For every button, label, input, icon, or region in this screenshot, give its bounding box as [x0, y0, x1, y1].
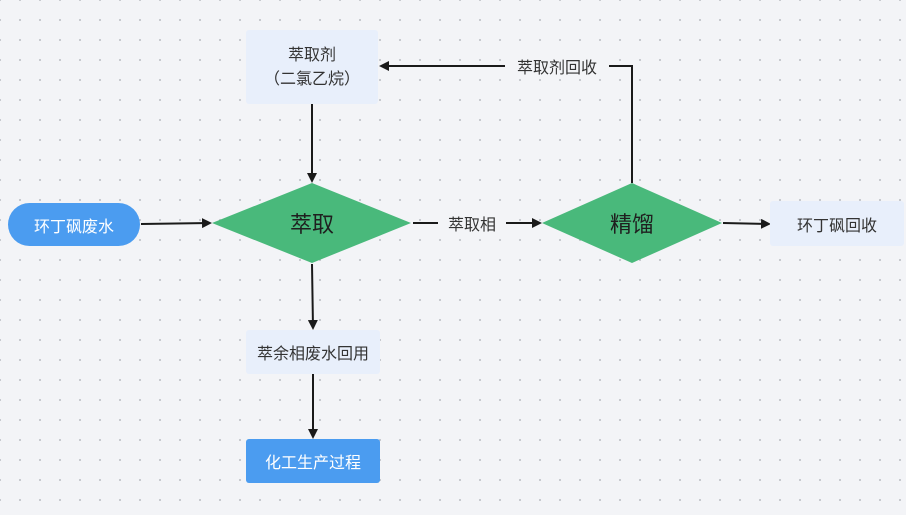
extractant-node[interactable]: 萃取剂 （二氯乙烷） [246, 30, 378, 104]
wastewater-node[interactable]: 环丁砜废水 [8, 203, 140, 246]
extractant-formula: （二氯乙烷） [263, 69, 360, 88]
raffinate-reuse-label: 萃余相废水回用 [256, 344, 369, 363]
arrow-extraction-to-raffinate [307, 263, 318, 330]
wastewater-label: 环丁砜废水 [33, 216, 114, 236]
chemical-process-node[interactable]: 化工生产过程 [246, 439, 380, 483]
extraction-diamond[interactable] [212, 183, 411, 263]
sulfolane-recovery-node[interactable]: 环丁砜回收 [770, 201, 904, 246]
edge-label-extractant-recovery: 萃取剂回收 [505, 54, 609, 78]
raffinate-reuse-node[interactable]: 萃余相废水回用 [246, 330, 380, 374]
extractant-name: 萃取剂 [287, 45, 336, 64]
rectification-diamond[interactable] [542, 183, 722, 263]
chemical-process-label: 化工生产过程 [264, 453, 361, 472]
arrow-rectification-to-extractant [379, 61, 633, 183]
arrow-rectification-to-recovery [722, 218, 771, 229]
extraction-label: 萃取 [289, 213, 334, 238]
arrow-wastewater-to-extraction [140, 218, 212, 229]
sulfolane-recovery-label: 环丁砜回收 [796, 215, 877, 235]
rectification-label: 精馏 [609, 213, 654, 238]
edge-label-extract-phase: 萃取相 [438, 211, 506, 235]
